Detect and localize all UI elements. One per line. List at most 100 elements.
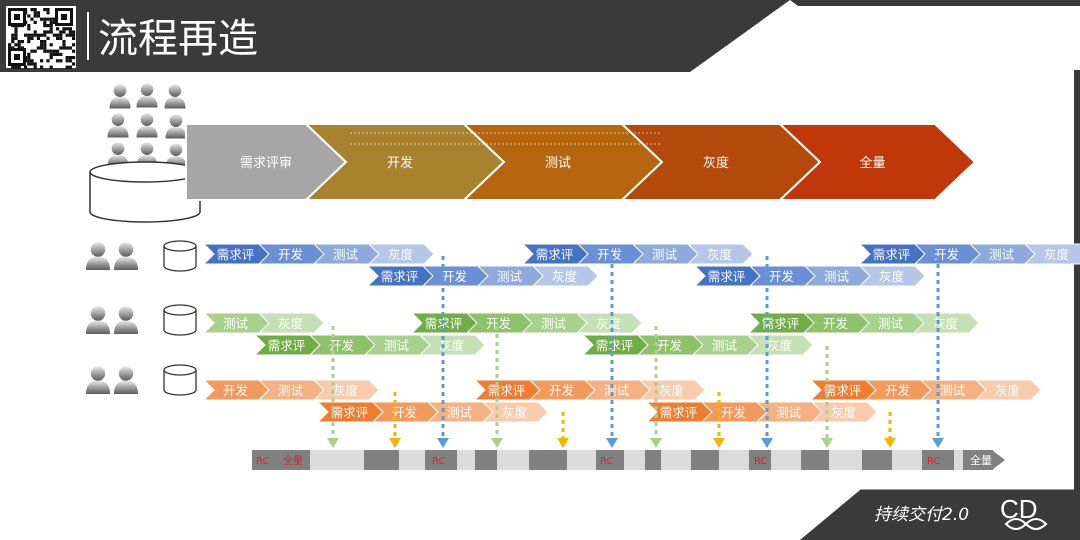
lane-chevron: 开发 [528,379,596,401]
lane-chevron-label: 开发 [278,247,304,262]
lane-chevron-label: 灰度 [278,316,304,331]
lane-chevron-label: 开发 [657,338,683,353]
track-full-label: 全量 [970,453,992,467]
lane-chevron-label: 测试 [652,247,678,262]
lane-chevron-label: 开发 [442,269,468,284]
lane-chevron: 开发 [576,243,644,265]
release-block [645,450,661,470]
lane-chevron-label: 开发 [597,247,623,262]
lane-chevron-label: 开发 [549,383,575,398]
lane-chevron: 灰度 [810,401,878,423]
lane-chevron-label: 需求评 [762,316,800,331]
lane-chevron: 开发 [802,312,870,334]
lane-chevron-label: 需求评 [217,247,255,262]
lane-team-icon [86,306,138,334]
lane-chevron: 测试 [257,379,325,401]
lane-chevron: 灰度 [686,243,754,265]
page-title: 流程再造 [98,16,258,62]
lane-chevron: 测试 [691,334,759,356]
release-arrow [761,256,773,448]
lane-chevron-label: 灰度 [831,405,857,420]
lane-chevron: 灰度 [257,312,325,334]
lane-chevron: 测试 [426,401,494,423]
lane-chevron: 开发 [257,243,325,265]
database-cylinder-icon [89,161,201,223]
person-icon [86,242,110,270]
lane-chevron-label: 测试 [940,383,966,398]
lane-chevron-label: 测试 [541,316,567,331]
lane-chevron-label: 测试 [447,405,473,420]
lane-chevron-label: 需求评 [708,269,746,284]
lane-chevron-label: 灰度 [552,269,578,284]
lane-chevron-label: 测试 [604,383,630,398]
lane-chevron: 测试 [803,265,871,287]
lane-chevron: 开发 [308,334,376,356]
lane-chevron: 测试 [755,401,823,423]
lane-chevron-label: 灰度 [333,383,359,398]
lane-chevron-label: 测试 [384,338,410,353]
lane-chevron: 灰度 [1023,243,1080,265]
person-icon [136,113,158,138]
lane-chevron-label: 开发 [329,338,355,353]
right-border [1074,70,1080,490]
lane-chevron: 测试 [520,312,588,334]
lane-chevron-label: 开发 [392,405,418,420]
lane-chevron-label: 开发 [486,316,512,331]
lane-chevron-label: 灰度 [596,316,622,331]
lane-chevron: 开发 [421,265,489,287]
person-icon [107,113,129,138]
release-arrow [713,392,725,448]
person-icon [114,306,138,334]
lane-chevron: 灰度 [531,265,599,287]
lane-chevron: 测试 [312,243,380,265]
lane-chevron: 灰度 [367,243,435,265]
lane-team-icon [86,366,138,394]
lane-chevron: 开发 [636,334,704,356]
lane-chevron: 需求评 [521,243,589,265]
person-icon [164,84,186,109]
lane-chevron-label: 需求评 [536,247,574,262]
flow-stage: 需求评审 [185,123,348,201]
lane-chevron-label: 需求评 [488,383,526,398]
person-icon [86,306,110,334]
lane-chevron: 测试 [919,379,987,401]
release-block [691,450,719,470]
release-block [529,450,567,470]
lane-chevron-label: 开发 [823,316,849,331]
lane-chevron: 需求评 [316,401,384,423]
person-icon [114,242,138,270]
release-arrow [491,326,503,448]
release-block [963,450,993,470]
release-arrow [327,326,339,448]
lane-chevron: 开发 [913,243,981,265]
person-icon [109,84,131,109]
person-icon [136,83,158,108]
header-bar [0,0,1080,72]
footer-brand: 持续交付2.0 [874,505,969,525]
lane-chevron: 开发 [864,379,932,401]
lane-chevron-label: 开发 [769,269,795,284]
lane-chevron: 灰度 [418,334,486,356]
lane-chevron: 需求评 [202,243,270,265]
lane-chevron-label: 需求评 [660,405,698,420]
lane-chevron: 需求评 [645,401,713,423]
lane-chevron-label: 测试 [824,269,850,284]
flow-stage-label: 需求评审 [240,156,292,171]
lane-chevron-label: 需求评 [381,269,419,284]
lane-chevron-label: 测试 [278,383,304,398]
flow-stage: 全量 [777,123,977,201]
release-block [749,450,771,470]
track-rc-label: RC [600,456,613,467]
lane-team-icon [86,242,138,270]
main-flow-chevrons: 需求评审开发测试灰度全量 [185,123,977,201]
lane-chevron-label: 灰度 [388,247,414,262]
lane-database-icon [163,364,197,396]
track-rc-label: RC [256,456,269,467]
lane-chevron: 灰度 [858,265,926,287]
lane-chevron: 需求评 [581,334,649,356]
lane-chevron: 灰度 [312,379,380,401]
flow-stage-label: 测试 [545,156,571,171]
lane-chevron: 灰度 [746,334,814,356]
